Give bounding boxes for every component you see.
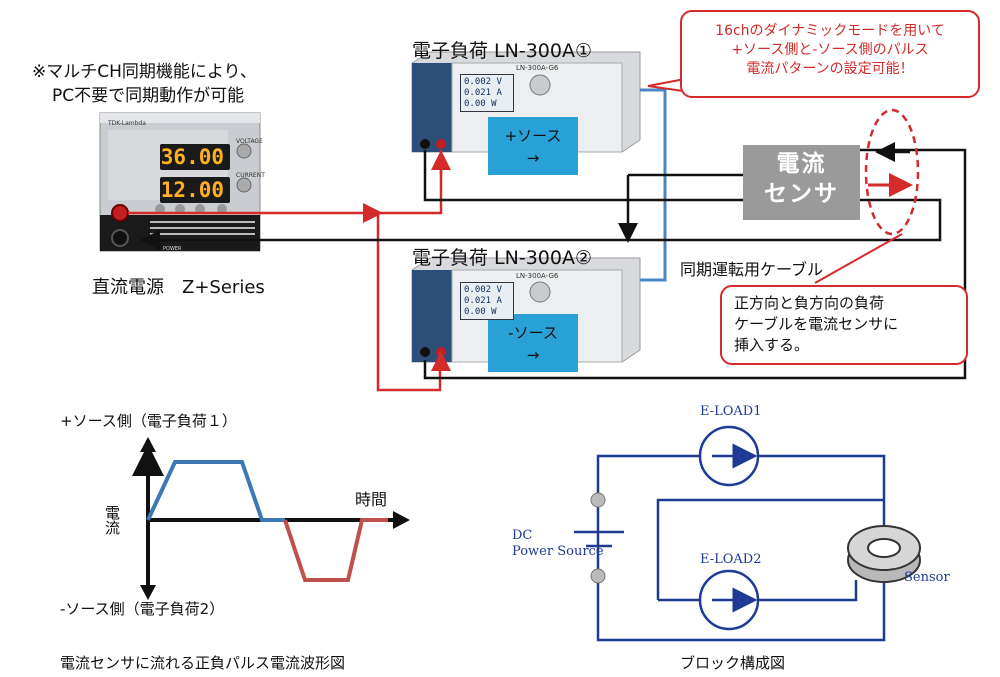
psu-label: 直流電源 Z+Series [92, 277, 265, 298]
psu-minus-terminal [111, 229, 129, 247]
callout-bottom-line-3: 挿入する。 [734, 336, 810, 354]
callout-sensor-insert: 正方向と負方向の負荷 ケーブルを電流センサに 挿入する。 [720, 285, 968, 365]
sensor-block-label: Sensor [904, 570, 950, 585]
sensor-label-line-1: 電流 [776, 151, 827, 177]
callout-bottom-pointer [814, 233, 903, 284]
sync-cable-wire [640, 88, 667, 282]
callout-dynamic-mode: 16chのダイナミックモードを用いて +ソース側と-ソース側のパルス 電流パター… [680, 10, 980, 98]
callout-top-pointer [647, 77, 691, 93]
load2-screen-current: 0.021 A [464, 296, 502, 306]
waveform-caption: 電流センサに流れる正負パルス電流波形図 [60, 654, 346, 672]
psu-voltage-display: 36.00 [160, 144, 230, 170]
load2-title: 電子負荷 LN-300A② [412, 247, 592, 269]
negative-pulse [283, 518, 388, 582]
current-sensor-box: 電流 センサ [743, 145, 860, 220]
psu-current-label: CURRENT [236, 172, 265, 179]
sync-note-line-2: PC不要で同期動作が可能 [52, 86, 245, 106]
load1-screen-power: 0.00 W [464, 99, 497, 109]
sensor-highlight-ellipse [864, 108, 920, 236]
plus-source-box: +ソース → [488, 117, 578, 175]
psu-voltage-label: VOLTAGE [236, 138, 263, 145]
block-diagram [574, 425, 886, 642]
load2-screen-voltage: 0.002 V [464, 285, 502, 295]
sensor-ring-icon [847, 525, 921, 583]
load2-screen: 0.002 V 0.021 A 0.00 W [460, 282, 514, 320]
load2-screen-power: 0.00 W [464, 307, 497, 317]
plus-source-label: +ソース [504, 127, 562, 145]
psu-brand: TDK-Lambda [108, 120, 146, 127]
plus-source-arrow: → [526, 149, 540, 167]
eload1-label: E-LOAD1 [700, 404, 762, 419]
dc-terminal-minus [590, 568, 606, 584]
dc-source-label-line-1: DC [512, 528, 533, 543]
sensor-label-line-2: センサ [764, 181, 839, 207]
load1-screen: 0.002 V 0.021 A 0.00 W [460, 74, 514, 112]
minus-source-label: -ソース [508, 324, 558, 342]
callout-top-line-1: 16chのダイナミックモードを用いて [715, 23, 945, 39]
load1-screen-voltage: 0.002 V [464, 77, 502, 87]
load1-title: 電子負荷 LN-300A① [412, 40, 592, 62]
load1-model-plate: LN-300A-G6 [516, 64, 559, 72]
psu-plus-terminal [111, 204, 129, 222]
sync-note: ※マルチCH同期機能により、 PC不要で同期動作が可能 [32, 60, 257, 108]
load2-model-plate: LN-300A-G6 [516, 272, 559, 280]
waveform-chart [132, 437, 410, 600]
callout-top-line-3: 電流パターンの設定可能！ [746, 61, 914, 77]
waveform-top-label: +ソース側（電子負荷１） [60, 412, 237, 430]
dc-terminal-plus [590, 492, 606, 508]
sync-note-line-1: ※マルチCH同期機能により、 [32, 62, 257, 82]
sync-cable-label: 同期運転用ケーブル [680, 260, 824, 279]
waveform-x-label: 時間 [355, 490, 388, 509]
dc-power-supply [99, 112, 261, 252]
waveform-y-label: 電流 [103, 505, 121, 535]
callout-top-line-2: +ソース側と-ソース側のパルス [731, 42, 929, 58]
block-caption: ブロック構成図 [680, 654, 786, 672]
load1-screen-current: 0.021 A [464, 88, 502, 98]
waveform-bottom-label: -ソース側（電子負荷2） [60, 600, 225, 618]
psu-power-label: POWER [163, 246, 182, 252]
dc-source-label: DC Power Source [512, 528, 604, 560]
positive-pulse [146, 460, 285, 522]
eload2-symbol [698, 569, 760, 631]
callout-bottom-line-2: ケーブルを電流センサに [734, 315, 899, 333]
return-wires [140, 142, 967, 380]
eload2-label: E-LOAD2 [700, 552, 762, 567]
dc-source-label-line-2: Power Source [512, 544, 604, 559]
eload1-symbol [698, 425, 760, 487]
callout-bottom-line-1: 正方向と負方向の負荷 [734, 294, 885, 312]
minus-source-box: -ソース → [488, 314, 578, 372]
minus-source-arrow: → [526, 346, 540, 364]
psu-current-display: 12.00 [160, 177, 230, 203]
